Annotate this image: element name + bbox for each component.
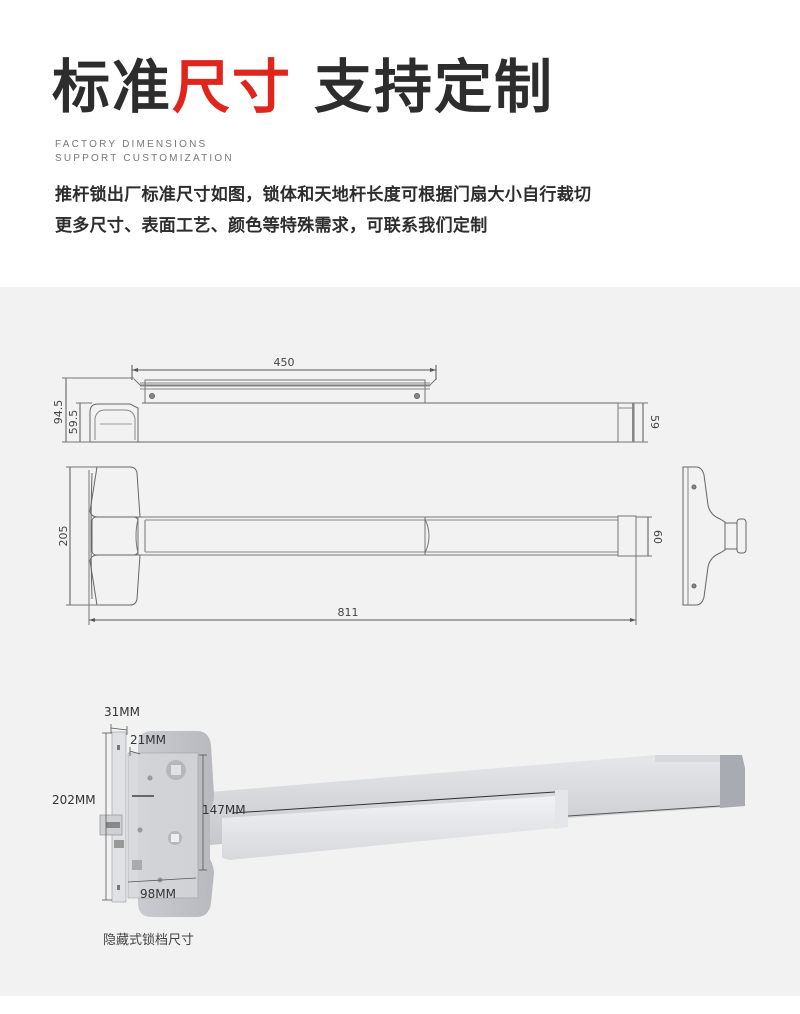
title-part-1: 标准 (52, 53, 173, 121)
dim-202mm: 202MM (52, 793, 96, 807)
title-part-3: 支持定制 (314, 53, 555, 121)
description-line-2: 更多尺寸、表面工艺、颜色等特殊需求，可联系我们定制 (55, 216, 488, 236)
photo-labels: 31MM 21MM 202MM 147MM 98MM (52, 705, 246, 901)
subtitle-line-2: SUPPORT CUSTOMIZATION (55, 153, 234, 164)
front-view-drawing: 205 60 811 (57, 466, 747, 625)
title-part-2-highlight: 尺寸 (172, 53, 293, 121)
description: 推杆锁出厂标准尺寸如图，锁体和天地杆长度可根据门扇大小自行裁切 更多尺寸、表面工… (55, 180, 591, 242)
dim-450: 450 (274, 356, 295, 369)
dim-147mm: 147MM (202, 803, 246, 817)
dim-59: 59 (648, 415, 661, 429)
photo-caption: 隐藏式锁档尺寸 (103, 933, 195, 948)
description-line-1: 推杆锁出厂标准尺寸如图，锁体和天地杆长度可根据门扇大小自行裁切 (55, 185, 592, 205)
dim-60: 60 (651, 530, 664, 544)
side-view-drawing: 450 94.5 59.5 59 (52, 356, 661, 443)
dim-811: 811 (338, 606, 359, 619)
dim-98mm: 98MM (140, 887, 176, 901)
dim-94-5: 94.5 (52, 400, 65, 425)
english-subtitle: FACTORY DIMENSIONS SUPPORT CUSTOMIZATION (55, 138, 234, 166)
dim-205: 205 (57, 526, 70, 547)
subtitle-line-1: FACTORY DIMENSIONS (55, 139, 208, 150)
photo-dimensions (102, 724, 207, 901)
product-photo (99, 731, 745, 917)
dim-59-5: 59.5 (67, 410, 80, 435)
dim-31mm: 31MM (104, 705, 140, 719)
page-title: 标准尺寸支持定制 (52, 52, 554, 122)
dim-21mm: 21MM (130, 733, 166, 747)
